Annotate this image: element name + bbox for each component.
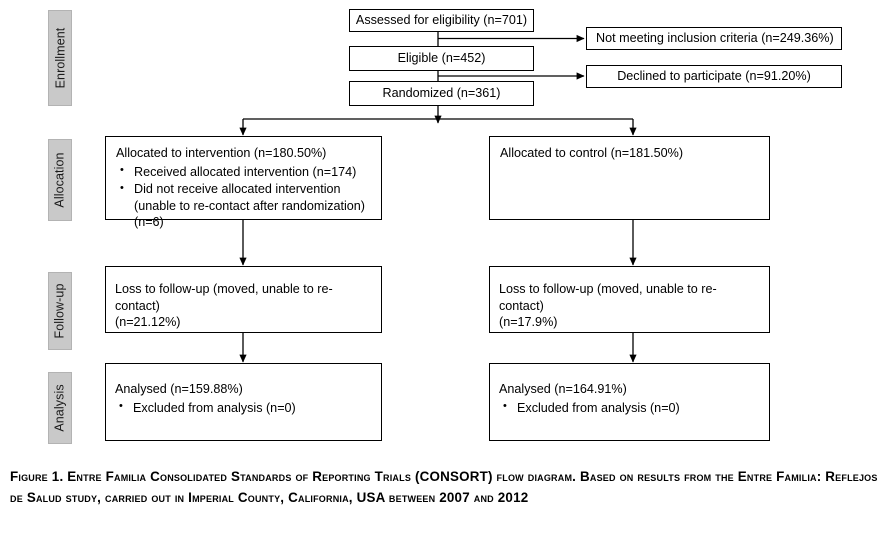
stage-label-allocation: Allocation: [48, 139, 72, 221]
node-followup-intervention-line1: Loss to follow-up (moved, unable to re-c…: [115, 282, 333, 313]
node-allocated-to-intervention-bullets: Received allocated intervention (n=174) …: [116, 163, 373, 231]
node-declined-to-participate-text: Declined to participate (n=91.20%): [617, 69, 811, 84]
list-item: Received allocated intervention (n=174): [116, 163, 373, 181]
node-followup-control-line2: (n=17.9%): [499, 315, 558, 330]
bullet-excluded-from-analysis-control: Excluded from analysis (n=0): [517, 400, 680, 415]
node-followup-intervention-line2: (n=21.12%): [115, 315, 181, 330]
node-analysis-control: Analysed (n=164.91%) Excluded from analy…: [489, 363, 770, 441]
list-item: Did not receive allocated intervention (…: [116, 181, 373, 231]
node-analysis-intervention-title: Analysed (n=159.88%): [115, 382, 243, 396]
bullet-excluded-from-analysis-intervention: Excluded from analysis (n=0): [133, 400, 296, 415]
node-analysis-intervention: Analysed (n=159.88%) Excluded from analy…: [105, 363, 382, 441]
node-assessed-for-eligibility-text: Assessed for eligibility (n=701): [355, 13, 528, 28]
node-allocated-to-control-title: Allocated to control (n=181.50%): [500, 146, 684, 160]
node-followup-intervention: Loss to follow-up (moved, unable to re-c…: [105, 266, 382, 333]
stage-label-analysis: Analysis: [48, 372, 72, 444]
node-not-meeting-inclusion-criteria-text: Not meeting inclusion criteria (n=249.36…: [596, 31, 834, 46]
stage-label-analysis-text: Analysis: [53, 384, 68, 432]
figure-caption: Figure 1. Entre Familia Consolidated Sta…: [10, 469, 878, 506]
node-followup-control: Loss to follow-up (moved, unable to re-c…: [489, 266, 770, 333]
node-analysis-intervention-bullets: Excluded from analysis (n=0): [115, 399, 373, 417]
node-allocated-to-control: Allocated to control (n=181.50%): [489, 136, 770, 220]
bullet-received-allocated-intervention: Received allocated intervention (n=174): [134, 164, 357, 179]
stage-label-enrollment: Enrollment: [48, 10, 72, 106]
list-item: Excluded from analysis (n=0): [499, 399, 761, 417]
node-eligible: Eligible (n=452): [349, 46, 534, 71]
node-not-meeting-inclusion-criteria: Not meeting inclusion criteria (n=249.36…: [586, 27, 842, 50]
node-eligible-text: Eligible (n=452): [397, 51, 486, 66]
bullet-did-not-receive-allocated-intervention: Did not receive allocated intervention (…: [134, 182, 366, 230]
node-analysis-control-title: Analysed (n=164.91%): [499, 382, 627, 396]
stage-label-followup-text: Follow-up: [53, 283, 67, 339]
node-randomized-text: Randomized (n=361): [382, 86, 501, 101]
stage-label-allocation-text: Allocation: [53, 152, 68, 208]
stage-label-followup: Follow-up: [48, 272, 72, 350]
list-item: Excluded from analysis (n=0): [115, 399, 373, 417]
node-allocated-to-intervention-title: Allocated to intervention (n=180.50%): [116, 146, 327, 160]
node-randomized: Randomized (n=361): [349, 81, 534, 106]
node-analysis-control-bullets: Excluded from analysis (n=0): [499, 399, 761, 417]
node-assessed-for-eligibility: Assessed for eligibility (n=701): [349, 9, 534, 32]
node-declined-to-participate: Declined to participate (n=91.20%): [586, 65, 842, 88]
node-followup-control-line1: Loss to follow-up (moved, unable to re-c…: [499, 282, 717, 313]
stage-label-enrollment-text: Enrollment: [53, 27, 67, 89]
node-allocated-to-intervention: Allocated to intervention (n=180.50%) Re…: [105, 136, 382, 229]
